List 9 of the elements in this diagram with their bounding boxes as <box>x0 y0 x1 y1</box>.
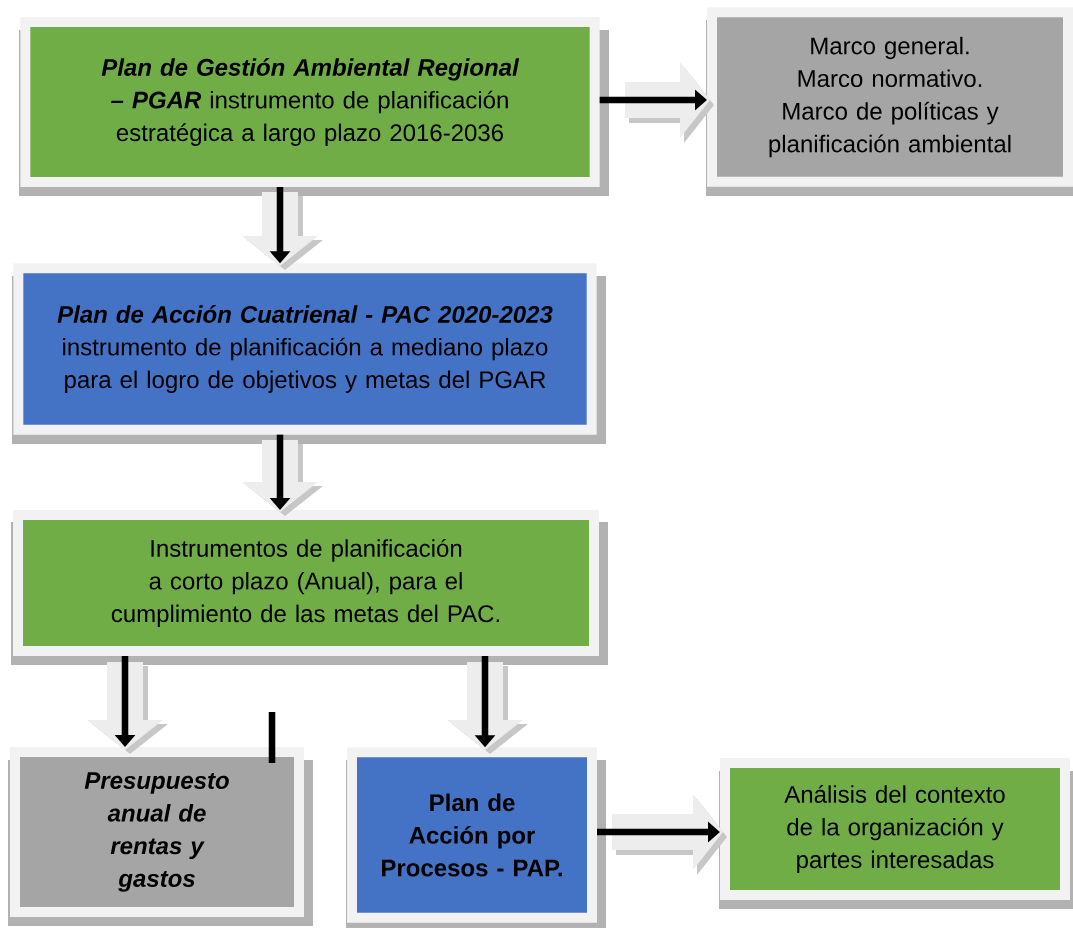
process-box: Análisis del contexto de la organización y partes interesadas <box>719 758 1073 909</box>
process-box: Plan de Acción por Procesos - PAP. <box>346 747 606 928</box>
process-box: Plan de Acción Cuatrienal - PAC 2020-2023 instrumento de planificación a mediano plazo para el logro de objetivos y metas del PGAR <box>12 263 606 444</box>
process-box: Plan de Gestión Ambiental Regional – PGAR instrumento de planificación estratégica a largo plazo 2016-2036 <box>19 17 609 196</box>
block-arrow <box>242 434 323 516</box>
process-box: Presupuesto anual de rentas y gastos <box>8 747 313 926</box>
process-box: Marco general. Marco normativo. Marco de políticas y planificación ambiental <box>706 7 1073 196</box>
process-box: Instrumentos de planificación a corto plazo (Anual), para el cumplimiento de las metas del PAC. <box>11 510 608 665</box>
block-arrow <box>599 62 714 143</box>
